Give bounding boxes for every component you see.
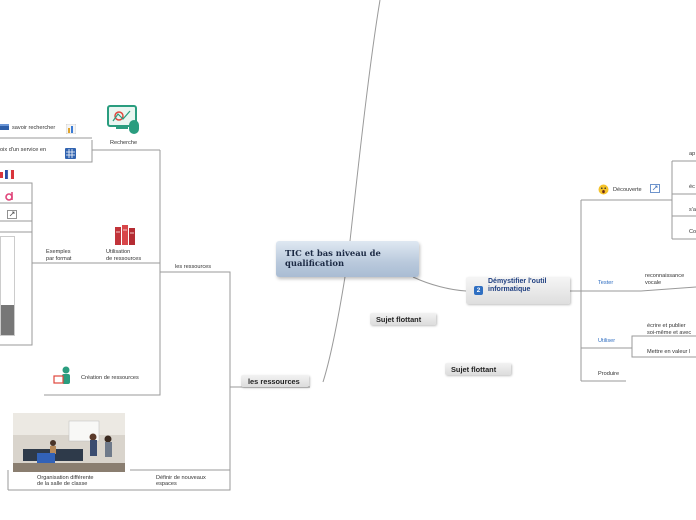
subtopic-definir-line2: espaces [156, 481, 177, 487]
floating-topic-2[interactable]: Sujet flottant [445, 363, 511, 375]
chart-people-icon [66, 124, 76, 134]
table-grid-icon [65, 148, 76, 159]
subtopic-les-ressources[interactable]: les ressources [175, 264, 212, 270]
topic-demystifier-label: Démystifier l'outil informatique [488, 278, 547, 293]
subtopic-utiliser[interactable]: Utiliser [598, 338, 616, 344]
central-topic[interactable]: TIC et bas niveau de qualification [276, 241, 419, 277]
external-link-icon-decouverte [650, 184, 660, 193]
subtopic-reconnaissance-line2: vocale [645, 280, 662, 286]
subtopic-tester[interactable]: Tester [598, 280, 614, 286]
books-icon [115, 225, 135, 245]
subtopic-utilisation-line2: de ressources [106, 256, 142, 262]
create-resource-icon [53, 366, 70, 384]
subtopic-utilisation-line1[interactable]: Utilisation [106, 249, 131, 255]
subtopic-produire[interactable]: Produire [598, 371, 620, 377]
subtopic-ecrire-line2: soi-même et avec [647, 330, 692, 336]
subtopic-savoir-rechercher[interactable]: savoir rechercher [12, 125, 56, 131]
topic-demystifier[interactable]: 2 Démystifier l'outil informatique [466, 277, 570, 304]
subtopic-organisation-line1[interactable]: Organisation différente [37, 475, 94, 481]
pinterest-letter-icon [5, 192, 13, 201]
subtopic-ecrire-line1[interactable]: écrire et publier [647, 323, 686, 329]
floating-topic-2-label: Sujet flottant [451, 365, 497, 374]
subtopic-recherche[interactable]: Recherche [110, 140, 138, 146]
subtopic-mettre-en-valeur[interactable]: Mettre en valeur l [647, 349, 691, 355]
france-flag-icon [0, 169, 14, 180]
subtopic-edge-ap[interactable]: ap [689, 151, 696, 157]
subtopic-exemples-line1[interactable]: Exemples [46, 249, 71, 255]
subtopic-edge-co[interactable]: Co [689, 229, 696, 235]
floating-topic-1[interactable]: Sujet flottant [370, 313, 436, 325]
subtopic-definir-line1[interactable]: Définir de nouveaux [156, 475, 206, 481]
subtopic-edge-s[interactable]: s'a [689, 207, 696, 213]
image-preview [0, 236, 15, 336]
subtopic-reconnaissance-line1[interactable]: reconnaissance [645, 273, 685, 279]
surprised-face-icon [598, 184, 609, 195]
subtopic-decouverte[interactable]: Découverte [613, 187, 642, 193]
subtopic-edge-ec[interactable]: éc [689, 184, 695, 190]
classroom-photo [13, 413, 125, 472]
topic-number-badge: 2 [474, 286, 483, 295]
central-topic-title: TIC et bas niveau de qualification [285, 248, 381, 268]
subtopic-organisation-line2: de la salle de classe [37, 481, 88, 487]
subtopic-exemples-line2: par format [46, 256, 72, 262]
topic-les-ressources[interactable]: les ressources [241, 375, 309, 387]
browser-icon [0, 124, 9, 130]
external-link-icon [7, 210, 17, 219]
research-computer-icon [107, 105, 139, 134]
floating-topic-1-label: Sujet flottant [376, 315, 422, 324]
subtopic-creation-ressources[interactable]: Création de ressources [81, 375, 139, 381]
subtopic-service-en[interactable]: oix d'un service en [0, 147, 47, 153]
topic-les-ressources-label: les ressources [248, 377, 300, 386]
